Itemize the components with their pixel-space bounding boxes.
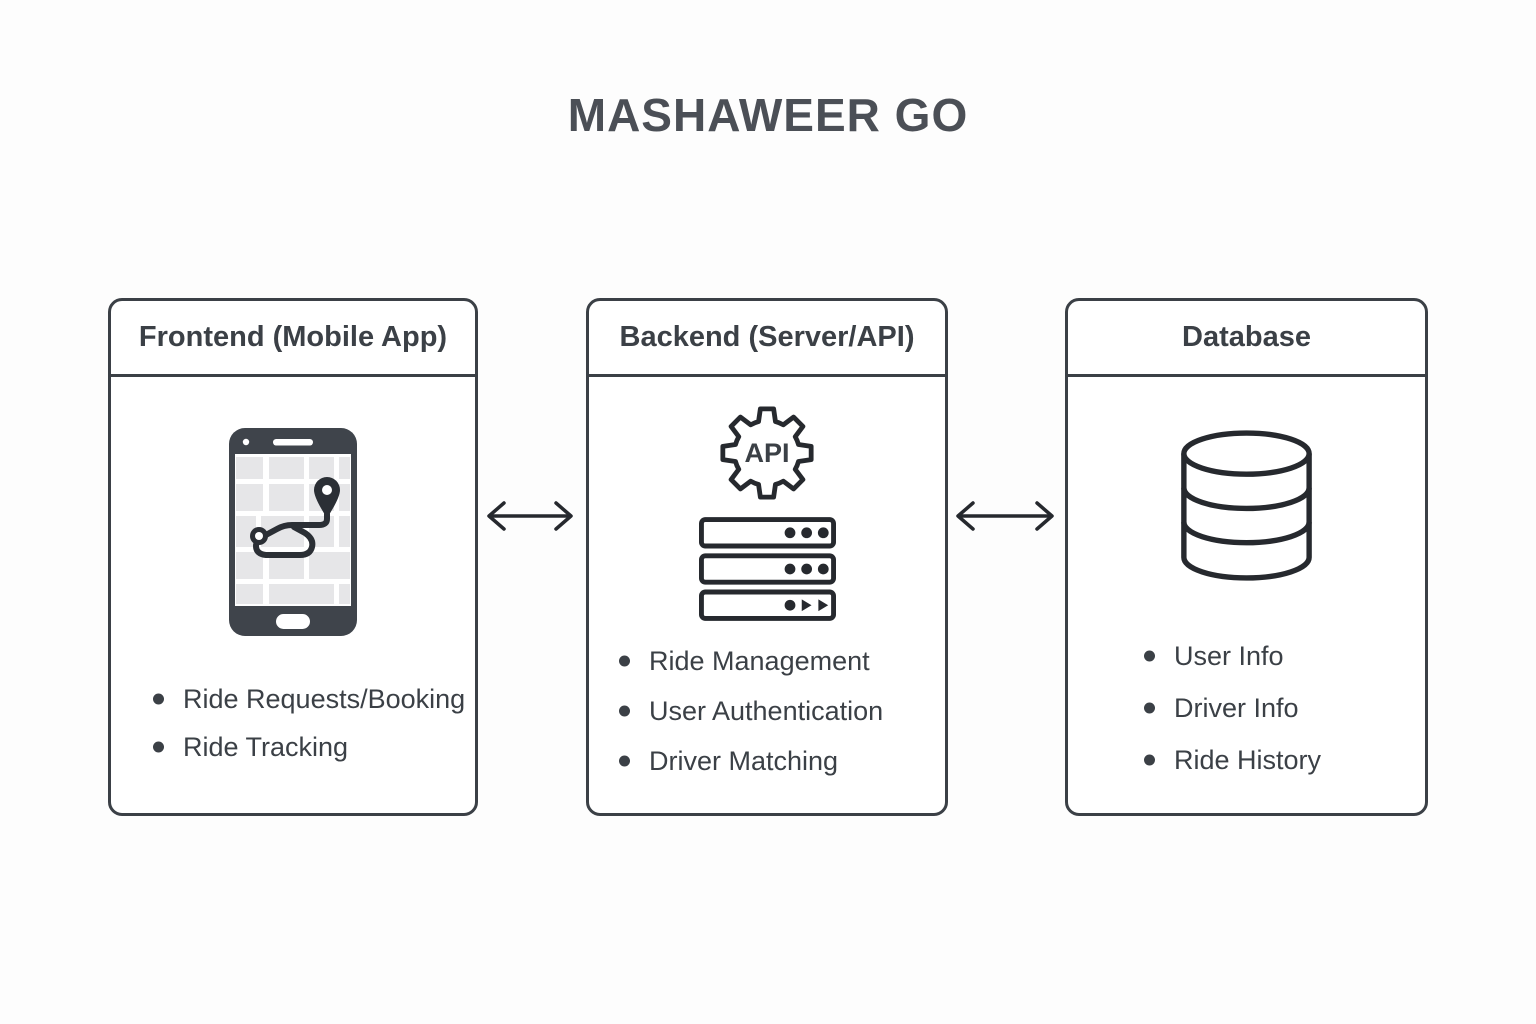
list-item: Ride History [1144,734,1425,786]
frontend-box: Frontend (Mobile App) [108,298,478,816]
api-label: API [744,437,790,468]
server-stack-icon [698,517,836,621]
route-icon [250,477,340,558]
backend-box-header: Backend (Server/API) [589,301,945,377]
database-box-header: Database [1068,301,1425,377]
list-item: User Info [1144,630,1425,682]
backend-box: Backend (Server/API) API [586,298,948,816]
list-item: Ride Requests/Booking [153,675,475,723]
backend-box-title: Backend (Server/API) [619,321,915,353]
backend-database-arrow [956,501,1054,531]
list-item: User Authentication [619,686,945,736]
database-cylinder-icon [1181,430,1312,581]
frontend-backend-arrow [487,501,573,531]
mobile-app-map-icon [229,428,357,636]
list-item: Driver Info [1144,682,1425,734]
home-button-shape [276,614,310,629]
frontend-box-title: Frontend (Mobile App) [138,321,448,353]
route-end-pin [314,477,340,518]
frontend-box-header: Frontend (Mobile App) [111,301,475,377]
page-title: MASHAWEER GO [567,89,969,141]
list-item: Driver Matching [619,736,945,786]
database-box-title: Database [1182,321,1311,353]
api-gear-icon: API [719,405,815,501]
list-item: Ride Management [619,636,945,686]
list-item: Ride Tracking [153,723,475,771]
map-tiles [236,457,350,604]
